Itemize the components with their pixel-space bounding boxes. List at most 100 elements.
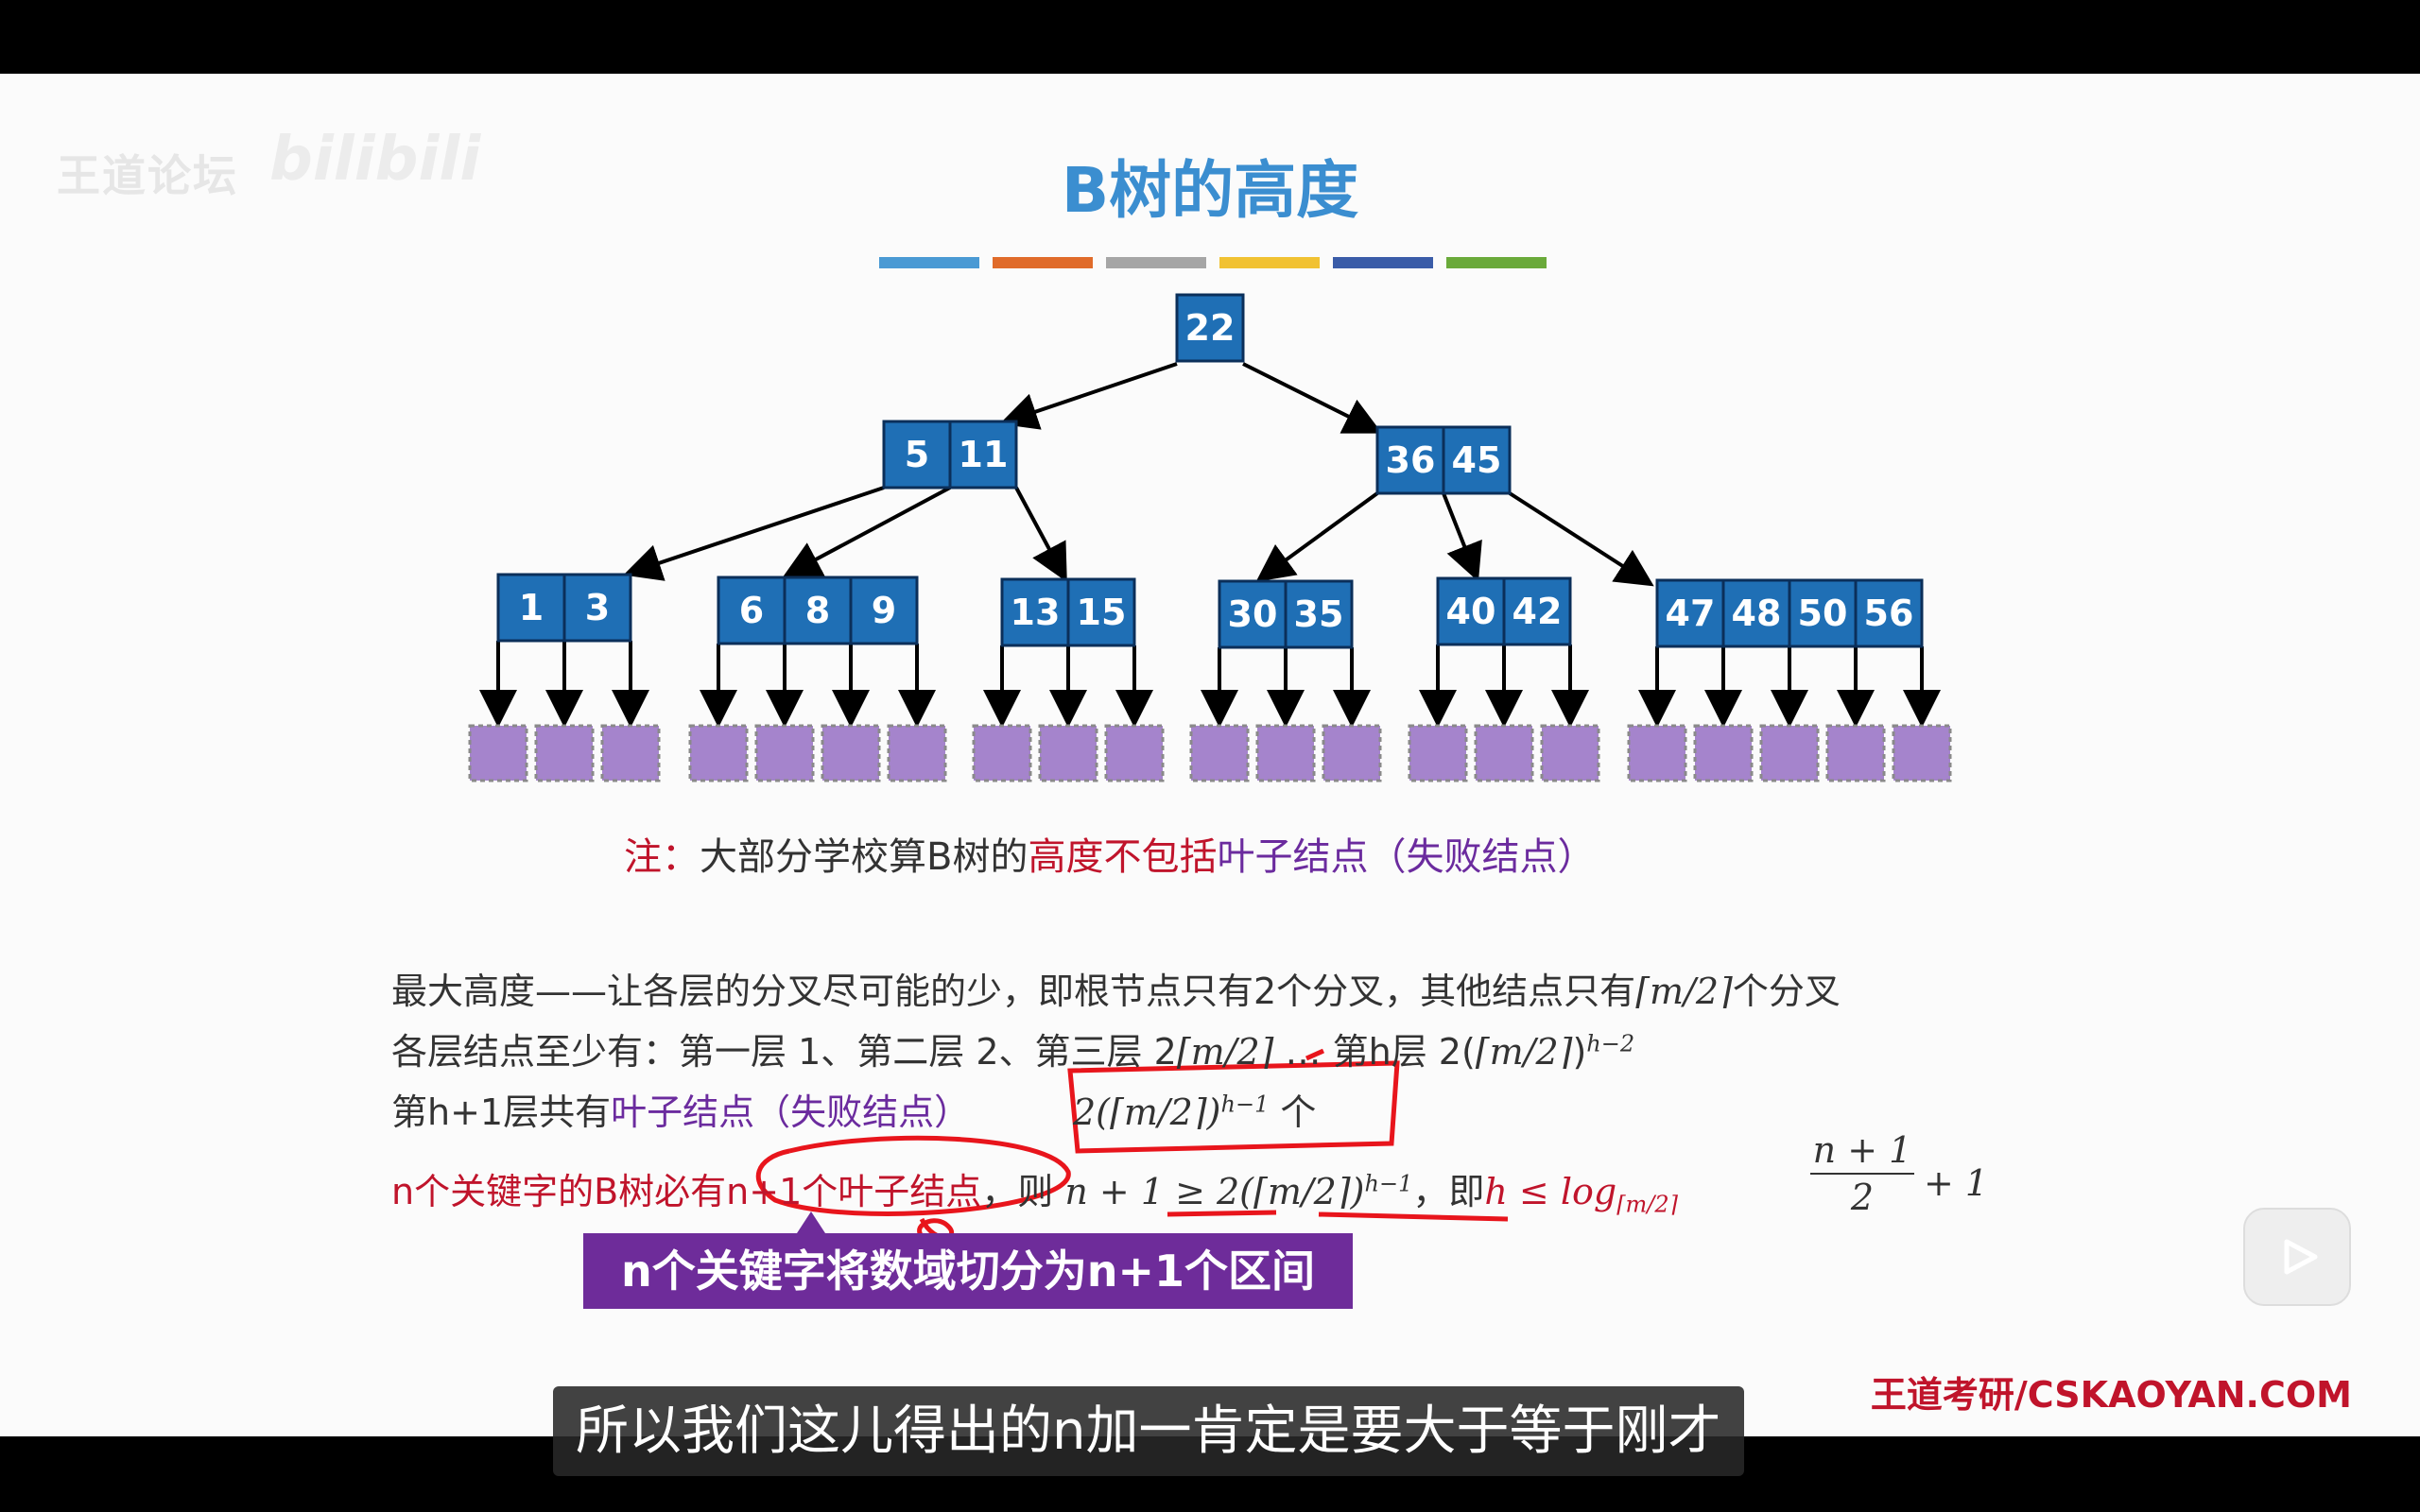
line4-sub: ⌈m/2⌉ [1616,1191,1679,1218]
line2-text-c: ) [1572,1031,1587,1073]
failure-leaf [1693,724,1754,782]
line3-sup: h−1 [1220,1091,1270,1118]
line4-text-d: ，即 [1412,1171,1485,1212]
key-cell [783,576,853,645]
failure-leaf [468,724,528,782]
tree-edge [999,362,1178,430]
key-label: 45 [1452,439,1502,481]
key-label: 9 [872,590,896,631]
line3-text-a: 第h+1层共有 [391,1091,612,1133]
tree-edge [1508,491,1654,587]
note-text-1: 大部分学校算B树的 [700,835,1028,879]
line3-text-c: 个 [1269,1091,1317,1133]
text-line-2: 各层结点至少有：第一层 1、第二层 2、第三层 2⌈m/2⌉ … 第h层 2(⌈… [391,1022,1634,1074]
key-cell [1000,577,1070,647]
annotation-circle [755,1135,1071,1216]
key-cell [1854,578,1924,648]
interval-banner: n个关键字将数域切分为n+1个区间 [583,1233,1353,1309]
slide-title: B树的高度 [1061,154,1359,227]
key-label: 22 [1185,307,1236,349]
line4-math-2: h ≤ log [1484,1171,1617,1212]
annotation-box [1067,1060,1400,1154]
key-label: 5 [905,434,929,475]
bilibili-logo: bilibili [269,125,481,195]
key-cell [1442,425,1512,495]
line2-math-1: ⌈m/2⌉ [1176,1031,1274,1073]
failure-leaf [534,724,595,782]
brand-text: 王道考研/CSKAOYAN.COM [1870,1374,2352,1416]
title-stripe [993,257,1093,268]
play-button[interactable] [2243,1208,2351,1306]
key-cell [1284,579,1354,649]
failure-leaf [754,724,815,782]
key-label: 35 [1294,593,1344,635]
watermark-text: 王道论坛 [57,150,238,201]
failure-leaf [821,724,881,782]
annotation-underline-2 [1318,1211,1509,1222]
line2-text-a: 各层结点至少有：第一层 1、第二层 2、第三层 2 [391,1031,1177,1073]
tree-edge [1442,492,1482,582]
key-label: 15 [1077,592,1127,633]
title-stripe [1219,257,1320,268]
line4-math-1: n + 1 ≥ 2(⌈m/2⌉) [1064,1171,1365,1212]
failure-leaf [887,724,947,782]
line1-text-b: 个分叉 [1732,971,1841,1012]
bottom-node: 13 15 [1000,577,1136,647]
line4-text-c: ，则 [981,1171,1065,1212]
key-label: 3 [585,587,610,628]
banner-pointer [797,1211,825,1233]
tree-edge [1255,491,1379,582]
tree-edge [1014,487,1067,583]
key-label: 56 [1864,593,1914,634]
failure-leaf [1255,724,1316,782]
key-label: 8 [805,590,830,631]
title-stripe [1106,257,1206,268]
line4-sup: h−1 [1364,1170,1413,1197]
key-cell [496,573,566,643]
root-node: 22 [1175,293,1245,363]
note-text-2: 高度不包括 [1028,835,1218,879]
key-label: 13 [1011,592,1061,633]
key-label: 1 [519,587,544,628]
key-cell [849,576,919,645]
key-cell [1436,576,1506,646]
line2-math-2: ⌈m/2⌉ [1475,1031,1573,1073]
failure-leaf [1474,724,1534,782]
key-label: 36 [1386,439,1436,481]
key-cell [1066,577,1136,647]
line2-sup: h−2 [1586,1030,1635,1057]
line4-text-b: n+1个叶子结点 [726,1171,982,1212]
play-icon [2284,1239,2318,1275]
tree-edge [623,486,885,581]
tree-edge [782,486,951,577]
line4-text-a: n个关键字的B树必有 [391,1171,727,1212]
fraction-bar [1810,1173,1914,1175]
key-cell [1175,293,1245,363]
bottom-node: 30 35 [1218,579,1354,649]
key-cell [1502,576,1572,646]
key-cell [1788,578,1858,648]
internal-node: 36 45 [1375,425,1512,495]
key-label: 11 [959,434,1009,475]
key-cell [562,573,632,643]
internal-node: 5 11 [882,420,1018,490]
fraction: n + 1 2 [1810,1129,1914,1218]
line1-text-a: 最大高度——让各层的分叉尽可能的少，即根节点只有2个分叉，其他结点只有 [391,971,1636,1012]
failure-leaf [972,724,1032,782]
key-label: 50 [1798,593,1848,634]
key-label: 30 [1228,593,1278,635]
key-label: 40 [1446,591,1496,632]
failure-leaf [1627,724,1687,782]
annotation-underline-1 [1167,1210,1277,1217]
failure-leaf [1038,724,1098,782]
text-line-4: n个关键字的B树必有n+1个叶子结点，则 n + 1 ≥ 2(⌈m/2⌉)h−1… [391,1162,1679,1218]
video-subtitle: 所以我们这儿得出的n加一肯定是要大于等于刚才 [553,1386,1744,1476]
failure-leaf [1408,724,1468,782]
failure-leaf [1322,724,1382,782]
key-cell [1218,579,1288,649]
failure-leaf [1825,724,1886,782]
key-label: 47 [1666,593,1716,634]
